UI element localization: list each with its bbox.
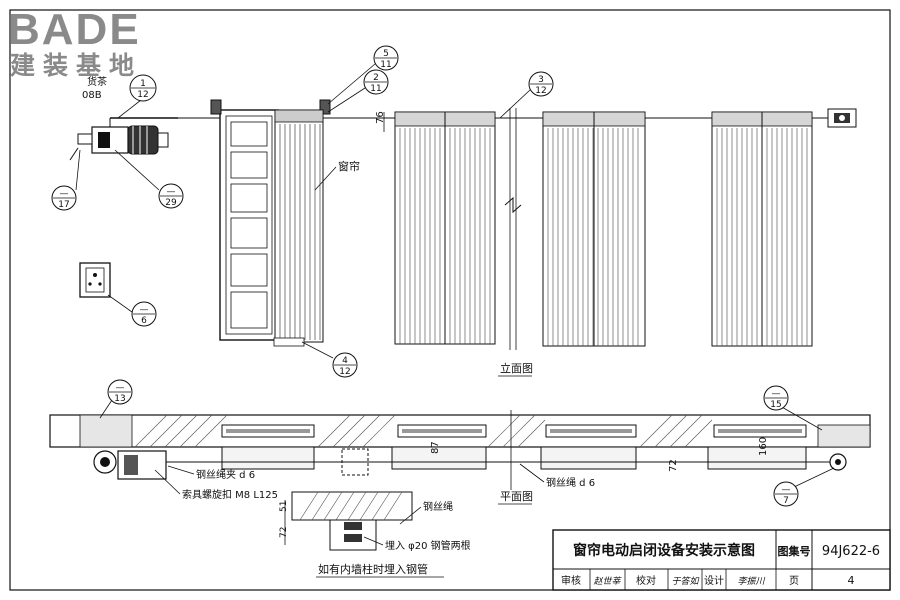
dim-76-label: 76 (375, 111, 386, 124)
detail-caption: 如有内墙柱时埋入钢管 (318, 562, 428, 576)
logo-text: BADE (8, 5, 141, 54)
detail-label-pipe: 埋入 φ20 钢管两根 (385, 539, 471, 552)
callout-5-11: 5 11 (373, 45, 399, 71)
callout-2-11: 2 11 (363, 69, 389, 95)
elevation-view: 76 窗帘 货茶 08B 立面图 1 12 5 (51, 45, 857, 378)
elevation-view-title: 立面图 (500, 361, 533, 375)
callout-15-top: — (772, 389, 781, 399)
callout-3-12-top: 3 (538, 75, 544, 85)
label-wire-rope: 钢丝绳 d 6 (546, 476, 595, 489)
label-turnbuckle: 索具螺旋扣 M8 L125 (182, 488, 278, 501)
review-signature: 赵世莘 (593, 576, 622, 587)
plan-view-title: 平面图 (500, 490, 533, 503)
callout-7: — 7 (773, 481, 799, 507)
elevation-leaders (75, 63, 531, 359)
motor-label-code: 08B (82, 90, 102, 101)
callout-5-11-top: 5 (383, 49, 389, 59)
plan-view: 87 72 160 钢丝绳夹 d 6 索具螺旋扣 M8 L125 钢丝绳 d 6… (49, 379, 871, 507)
callout-15: — 15 (763, 385, 789, 411)
plan-end-pulley (829, 453, 847, 471)
callout-13-top: — (116, 383, 125, 393)
callout-15-bottom: 15 (770, 400, 781, 410)
dim-72-detail: 72 (279, 527, 289, 538)
control-switch-box (79, 262, 111, 298)
detail-view: 51 72 钢丝绳 埋入 φ20 钢管两根 如有内墙柱时埋入钢管 (279, 491, 471, 578)
callout-4-12-top: 4 (342, 356, 348, 366)
callout-6: — 6 (131, 301, 157, 327)
logo-subtext: 建装基地 (10, 51, 142, 80)
logo: BADE 建装基地 (8, 5, 142, 80)
callout-29-bottom: 29 (165, 198, 177, 208)
curtain-panel-left (273, 109, 324, 347)
callout-13: — 13 (107, 379, 133, 405)
callout-29-top: — (167, 187, 176, 197)
title-block: 窗帘电动启闭设备安装示意图 图集号 94J622-6 审核 赵世莘 校对 于答如… (552, 529, 891, 591)
plan-motor (93, 450, 167, 480)
dim-87: 87 (430, 441, 441, 454)
window-frame (210, 99, 331, 341)
atlas-label: 图集号 (778, 544, 811, 558)
concrete-end-left (79, 414, 133, 448)
curtain-panel-3 (711, 111, 813, 347)
plan-leaders (99, 399, 835, 495)
callout-29: — 29 (158, 183, 184, 209)
callout-3-12: 3 12 (528, 71, 554, 97)
callout-17-bottom: 17 (58, 200, 69, 210)
dim-160: 160 (758, 437, 769, 456)
dim-72-plan: 72 (668, 459, 679, 472)
dimension-76: 76 (375, 111, 386, 132)
callout-4-12-bottom: 12 (339, 367, 350, 377)
curtain-panel-2 (542, 111, 646, 347)
callout-1-12-bottom: 12 (137, 90, 148, 100)
callout-1-12-top: 1 (140, 79, 146, 89)
end-pulley (827, 108, 857, 128)
callout-7-bottom: 7 (783, 496, 789, 506)
callout-1-12: 1 12 (129, 74, 157, 102)
wall-hatch (134, 414, 713, 448)
callout-2-11-top: 2 (373, 73, 379, 83)
callout-17-top: — (60, 189, 69, 199)
callout-4-12: 4 12 (332, 352, 358, 378)
page-label: 页 (789, 575, 799, 587)
callout-3-12-bottom: 12 (535, 86, 546, 96)
page-number: 4 (848, 574, 855, 587)
curtain-panel-1 (394, 111, 496, 345)
detail-label-rope: 钢丝绳 (423, 500, 453, 513)
design-signature: 李振川 (737, 576, 765, 587)
callout-13-bottom: 13 (114, 394, 125, 404)
concrete-end-right (817, 424, 871, 448)
callout-2-11-bottom: 11 (370, 84, 381, 94)
atlas-number: 94J622-6 (822, 544, 880, 559)
drawing-title: 窗帘电动启闭设备安装示意图 (573, 542, 755, 559)
callout-6-bottom: 6 (141, 316, 147, 326)
callout-6-top: — (140, 305, 149, 315)
callout-17: — 17 (51, 185, 77, 211)
check-label: 校对 (636, 574, 656, 587)
label-rope-clip: 钢丝绳夹 d 6 (196, 468, 255, 481)
motor-label-top: 货茶 (87, 75, 107, 88)
sheet-border (9, 9, 891, 591)
plan-curtain-stacks (221, 446, 807, 476)
callout-5-11-bottom: 11 (380, 60, 391, 70)
break-line (504, 108, 522, 350)
check-signature: 于答如 (671, 576, 699, 587)
motor-assembly (69, 117, 178, 161)
review-label: 审核 (561, 574, 581, 587)
plan-window-openings (221, 424, 807, 438)
callout-7-top: — (782, 485, 791, 495)
dim-51: 51 (279, 501, 289, 512)
design-label: 设计 (704, 574, 724, 587)
curtain-label: 窗帘 (338, 159, 360, 173)
